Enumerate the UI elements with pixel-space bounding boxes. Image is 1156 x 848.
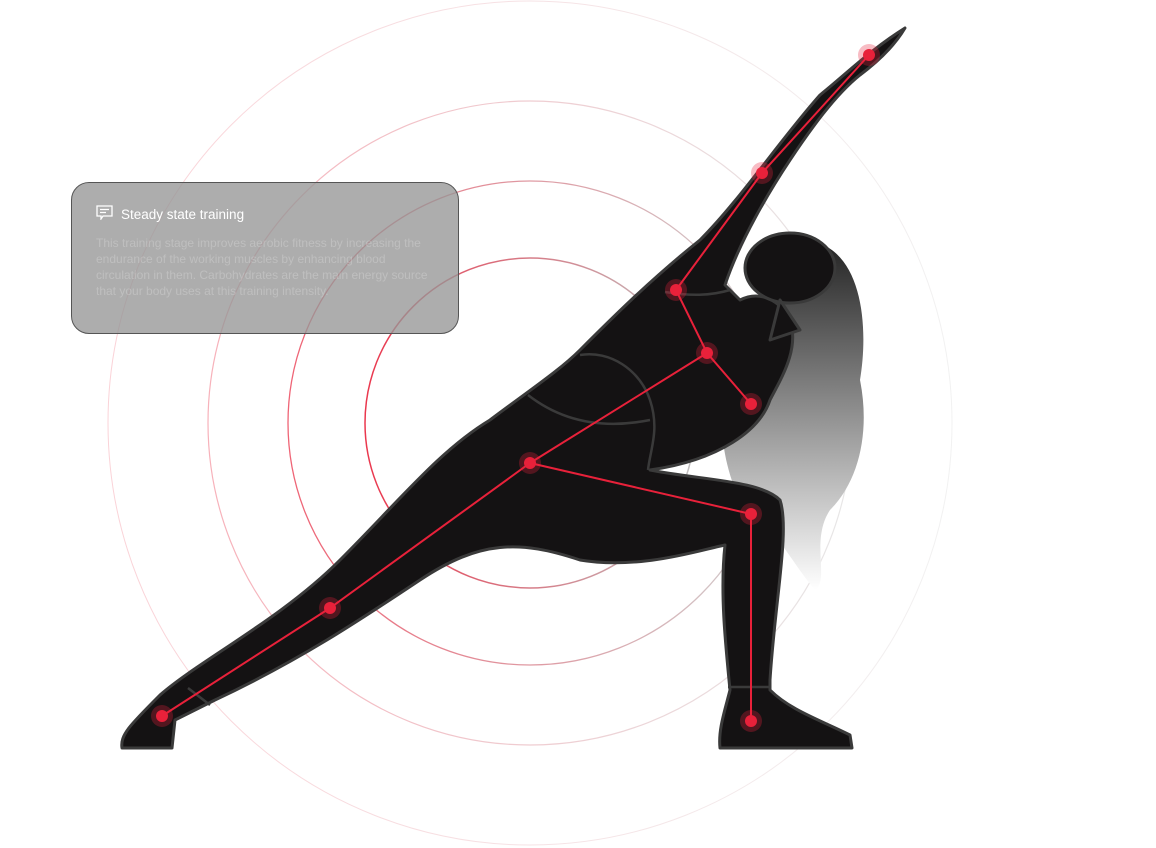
- joint-shoulder: [665, 279, 687, 301]
- card-description: This training stage improves aerobic fit…: [96, 236, 428, 298]
- joint-knee-front: [740, 503, 762, 525]
- joint-hand: [858, 44, 880, 66]
- joint-ankle-back: [151, 705, 173, 727]
- joint-knee-back: [319, 597, 341, 619]
- joint-hand-low: [740, 393, 762, 415]
- message-icon: [96, 205, 113, 223]
- info-card: Steady state training This training stag…: [71, 182, 459, 334]
- joint-markers: [151, 44, 880, 732]
- seams: [187, 288, 770, 706]
- joint-elbow: [751, 162, 773, 184]
- figure-silhouette: [120, 26, 907, 750]
- joint-chest: [696, 342, 718, 364]
- card-title: Steady state training: [121, 206, 245, 222]
- joint-hip: [519, 452, 541, 474]
- joint-ankle-front: [740, 710, 762, 732]
